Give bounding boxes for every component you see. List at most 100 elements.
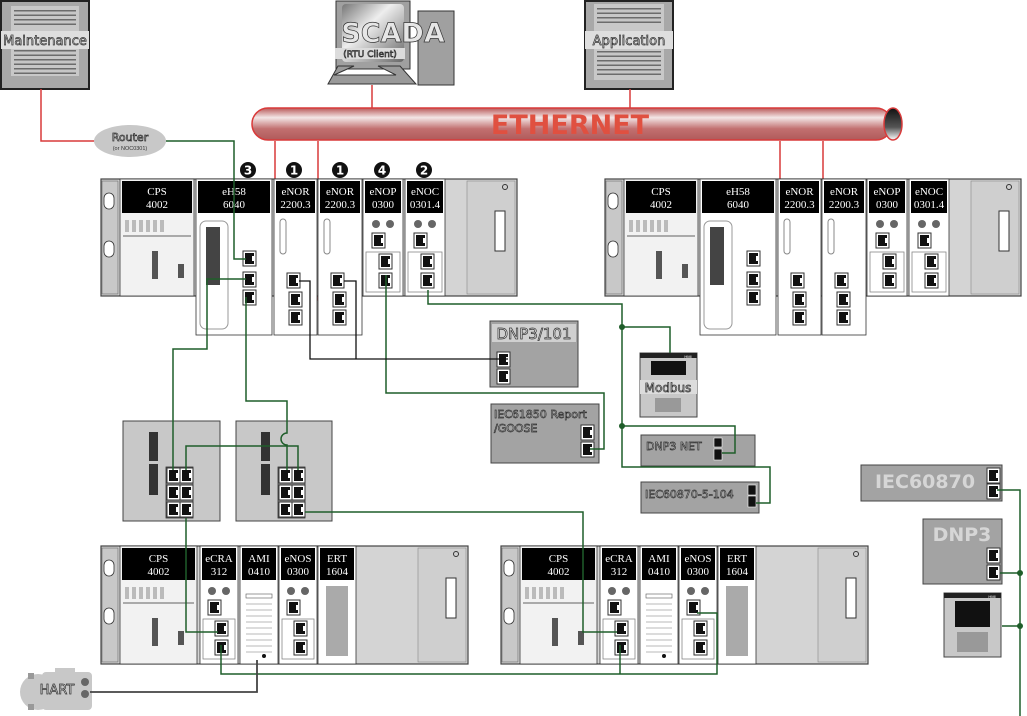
- module-label-line1: eCRA: [605, 553, 633, 565]
- dnp3-101-device[interactable]: DNP3/101: [489, 320, 579, 388]
- ethernet-bus: ETHERNET: [251, 107, 903, 141]
- module-label-line2: 4002: [548, 566, 570, 578]
- dnp3-net-device[interactable]: DNP3 NET: [640, 434, 756, 467]
- module-label-line2: 312: [611, 566, 628, 578]
- rack-right: CPS4002eH586040eNOR2200.3eNOR2200.3eNOP0…: [604, 178, 1022, 336]
- black-links: [299, 280, 508, 360]
- hart-device[interactable]: HART: [20, 668, 92, 710]
- module-label-line2: 4002: [146, 199, 168, 211]
- scada-workstation[interactable]: SCADA (RTU Client): [327, 0, 455, 86]
- router-sublabel: (or NOC0301): [113, 146, 148, 152]
- junction-dots: [619, 324, 1023, 629]
- application-server[interactable]: Application: [584, 0, 674, 90]
- module-label-line2: 312: [211, 566, 228, 578]
- module-label-line1: CPS: [147, 186, 167, 198]
- iec60870-5-104-device[interactable]: IEC60870-5-104: [640, 481, 760, 514]
- module-label-line2: 2200.3: [784, 199, 815, 211]
- module-label-line1: AMI: [248, 553, 270, 565]
- module-label-line2: 2200.3: [280, 199, 311, 211]
- link-maintenance-router: [40, 89, 96, 142]
- module-label-line2: 6040: [727, 199, 750, 211]
- link-enop-iec61850: [385, 275, 605, 450]
- ethernet-switch-right[interactable]: [235, 420, 333, 522]
- iec60870-5-104-label: IEC60870-5-104: [645, 488, 734, 501]
- module-label-line2: 4002: [148, 566, 170, 578]
- link-bus-dnp3net: [622, 425, 736, 454]
- iec61850-label-1: IEC61850 Report: [494, 408, 588, 421]
- module-label-line1: eNOR: [326, 186, 355, 198]
- svg-text:1: 1: [336, 164, 344, 178]
- dnp3-net-label: DNP3 NET: [646, 440, 702, 453]
- modbus-label: Modbus: [645, 381, 692, 395]
- module-label-line1: CPS: [651, 186, 671, 198]
- module-label-line2: 0300: [687, 566, 710, 578]
- hmi-tag: HMI: [684, 354, 691, 359]
- link-eh58-switch-left: [172, 278, 246, 470]
- module-label-line1: eNOP: [370, 186, 397, 198]
- hmi-panel[interactable]: HMI: [943, 592, 1002, 658]
- module-label-line2: 1604: [326, 566, 349, 578]
- module-label-line2: 1604: [726, 566, 749, 578]
- module-label-line1: eNOC: [915, 186, 943, 198]
- dnp3-label: DNP3: [933, 524, 992, 546]
- iec61850-device[interactable]: IEC61850 Report /GOOSE: [490, 403, 600, 464]
- router[interactable]: Router (or NOC0301): [94, 125, 166, 157]
- iec60870-device[interactable]: IEC60870: [860, 464, 1003, 502]
- router-label: Router: [112, 131, 149, 144]
- module-label-line1: ERT: [727, 553, 747, 565]
- module-label-line1: eNOR: [830, 186, 859, 198]
- module-label-line1: CPS: [549, 553, 569, 565]
- maintenance-server[interactable]: Maintenance: [0, 0, 90, 90]
- ethernet-switch-left[interactable]: [122, 420, 221, 522]
- module-label-line1: AMI: [648, 553, 670, 565]
- iec60870-label: IEC60870: [875, 471, 975, 493]
- module-label-line1: eNOR: [785, 186, 814, 198]
- badge-2: [416, 162, 432, 178]
- green-links: [166, 140, 1021, 716]
- svg-text:4: 4: [378, 164, 386, 178]
- module-label-line1: CPS: [149, 553, 169, 565]
- module-label-line1: eNOS: [685, 553, 712, 565]
- link-eh58-switch-right: [245, 297, 288, 470]
- hart-label: HART: [40, 683, 75, 698]
- dnp3-device[interactable]: DNP3: [922, 518, 1003, 585]
- link-iec60870-dnp3: [997, 489, 1021, 574]
- module-label-line2: 0410: [648, 566, 671, 578]
- link-switch-left-right: [185, 445, 299, 470]
- racks: CPS4002eH586040eNOR2200.3eNOR2200.3eNOP0…: [100, 178, 1022, 665]
- modbus-hmi[interactable]: HMI Modbus: [639, 352, 698, 418]
- badge-1a: [286, 162, 302, 178]
- module-label-line1: eNOC: [411, 186, 439, 198]
- link-enor1-dnp3: [299, 280, 508, 360]
- module-label-line1: eNOR: [281, 186, 310, 198]
- module-label-line2: 2200.3: [325, 199, 356, 211]
- module-label-line1: ERT: [327, 553, 347, 565]
- scada-title: SCADA: [341, 18, 445, 49]
- module-label-line1: eCRA: [205, 553, 233, 565]
- link-router-eh58: [166, 140, 246, 260]
- svg-text:2: 2: [420, 164, 428, 178]
- svg-text:3: 3: [244, 164, 252, 178]
- rack-left: CPS4002eH586040eNOR2200.3eNOR2200.3eNOP0…: [100, 178, 518, 336]
